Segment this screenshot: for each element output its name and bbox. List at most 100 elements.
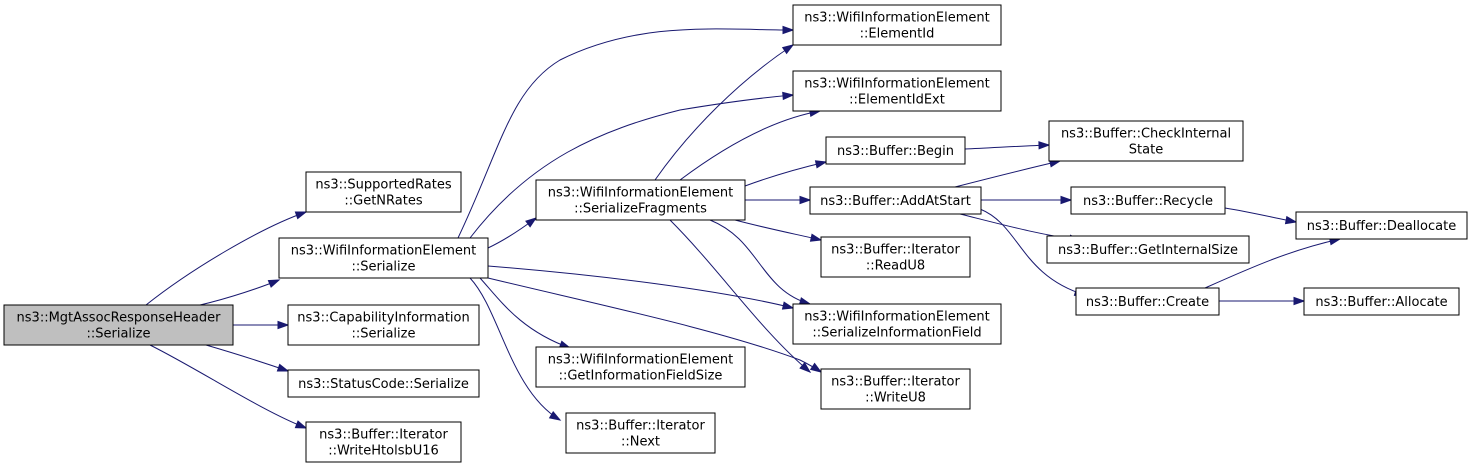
edge-wie_serfrag-to-buf_addatstart <box>745 195 812 205</box>
edge-line <box>487 277 822 373</box>
node-label: ::Serialize <box>87 327 151 342</box>
node-label: ::ElementId <box>860 27 935 42</box>
node-status-serialize[interactable]: ns3::StatusCode::Serialize <box>287 369 480 398</box>
edge-line <box>954 160 1061 188</box>
edge-line <box>1224 207 1297 223</box>
node-box <box>792 303 1002 345</box>
node-box <box>1075 287 1220 316</box>
node-wie-elementidext[interactable]: ns3::WifiInformationElement::ElementIdEx… <box>792 70 1002 112</box>
node-box <box>1046 235 1250 264</box>
edge-wie_serialize-to-it_writeu8 <box>487 277 823 373</box>
edge-line <box>487 265 794 309</box>
arrowhead-icon <box>294 420 308 429</box>
edge-wie_serialize-to-wie_elementid <box>457 25 795 239</box>
node-box <box>305 171 462 213</box>
node-wie-serfrag[interactable]: ns3::WifiInformationElement::SerializeFr… <box>535 179 746 221</box>
node-label: State <box>1129 143 1163 158</box>
arrowhead-icon <box>809 233 823 242</box>
node-box <box>287 304 480 346</box>
node-label: ns3::Buffer::Iterator <box>319 428 448 443</box>
node-box <box>825 136 966 165</box>
node-it-writeu8[interactable]: ns3::Buffer::Iterator::WriteU8 <box>820 368 971 410</box>
edge-root-to-status_serialize <box>205 344 290 372</box>
node-label: ::GetNRates <box>344 194 422 209</box>
arrowhead-icon <box>548 411 562 421</box>
arrowhead-icon <box>1284 215 1298 225</box>
node-box <box>1048 120 1244 162</box>
edge-line <box>679 110 821 181</box>
arrowhead-icon <box>814 160 828 169</box>
node-wie-serinfofield[interactable]: ns3::WifiInformationElement::SerializeIn… <box>792 303 1002 345</box>
node-buf-allocate[interactable]: ns3::Buffer::Allocate <box>1303 287 1460 316</box>
node-box <box>792 4 1002 46</box>
node-buf-deallocate[interactable]: ns3::Buffer::Deallocate <box>1295 211 1468 240</box>
node-label: ns3::Buffer::Allocate <box>1315 295 1447 310</box>
node-box <box>1295 211 1468 240</box>
arrowhead-icon <box>782 91 795 101</box>
node-label: ns3::Buffer::CheckInternal <box>1061 127 1231 142</box>
node-wie-getinfosize[interactable]: ns3::WifiInformationElement::GetInformat… <box>535 346 746 388</box>
edge-buf_recycle-to-buf_deallocate <box>1224 207 1298 225</box>
node-label: ::ElementIdExt <box>849 93 945 108</box>
arrowhead-icon <box>1060 195 1073 205</box>
node-wie-elementid[interactable]: ns3::WifiInformationElement::ElementId <box>792 4 1002 46</box>
arrowhead-icon <box>294 211 308 220</box>
node-buf-getinternalsize[interactable]: ns3::Buffer::GetInternalSize <box>1046 235 1250 264</box>
edge-line <box>709 219 811 305</box>
arrowhead-icon <box>276 363 290 372</box>
node-label: ns3::Buffer::Recycle <box>1083 194 1213 209</box>
edge-buf_create-to-buf_allocate <box>1218 296 1306 306</box>
node-wie-serialize[interactable]: ns3::WifiInformationElement::Serialize <box>278 237 489 279</box>
node-label: ns3::Buffer::Iterator <box>576 419 705 434</box>
node-box <box>820 236 971 278</box>
node-box <box>535 346 746 388</box>
edge-root-to-wie_serialize <box>199 279 281 306</box>
edge-line <box>734 219 822 241</box>
node-box <box>792 70 1002 112</box>
node-box <box>1303 287 1460 316</box>
node-box <box>1070 186 1226 215</box>
edge-wie_serialize-to-wie_elementidext <box>469 91 795 239</box>
node-it-writehtolsbu16[interactable]: ns3::Buffer::Iterator::WriteHtolsbU16 <box>305 421 462 463</box>
node-label: ::WriteHtolsbU16 <box>328 444 439 459</box>
node-buf-create[interactable]: ns3::Buffer::Create <box>1075 287 1220 316</box>
node-buf-recycle[interactable]: ns3::Buffer::Recycle <box>1070 186 1226 215</box>
arrowhead-icon <box>1038 141 1051 150</box>
node-label: ::ReadU8 <box>866 259 925 274</box>
edge-line <box>744 161 827 187</box>
node-it-next[interactable]: ns3::Buffer::Iterator::Next <box>565 412 716 454</box>
node-label: ns3::WifiInformationElement <box>804 77 990 92</box>
edge-wie_serfrag-to-wie_elementidext <box>679 108 822 181</box>
node-label: ns3::WifiInformationElement <box>548 353 734 368</box>
edge-root-to-it_writehtolsbu16 <box>149 344 308 429</box>
node-label: ns3::Buffer::Create <box>1086 295 1209 310</box>
node-label: ::SerializeInformationField <box>812 326 981 341</box>
node-box <box>809 186 982 215</box>
node-label: ns3::WifiInformationElement <box>548 186 734 201</box>
edge-line <box>979 208 1086 296</box>
edge-wie_serialize-to-wie_getinfosize <box>479 277 572 349</box>
edge-buf_addatstart-to-buf_checkinternal <box>954 159 1062 188</box>
edge-line <box>199 279 280 306</box>
node-buf-begin[interactable]: ns3::Buffer::Begin <box>825 136 966 165</box>
node-label: ns3::Buffer::Deallocate <box>1307 219 1456 234</box>
node-label: ::Serialize <box>352 260 416 275</box>
node-box <box>305 421 462 463</box>
node-label: ns3::WifiInformationElement <box>804 11 990 26</box>
edge-line <box>205 344 289 372</box>
node-box <box>565 412 716 454</box>
node-sr-getnrates[interactable]: ns3::SupportedRates::GetNRates <box>305 171 462 213</box>
edge-wie_serfrag-to-it_readu8 <box>734 219 823 242</box>
edge-line <box>654 44 794 181</box>
node-it-readu8[interactable]: ns3::Buffer::Iterator::ReadU8 <box>820 236 971 278</box>
node-buf-addatstart[interactable]: ns3::Buffer::AddAtStart <box>809 186 982 215</box>
edge-line <box>469 94 794 239</box>
edge-wie_serialize-to-wie_serinfofield <box>487 265 795 310</box>
node-label: ns3::WifiInformationElement <box>804 310 990 325</box>
node-label: ns3::CapabilityInformation <box>297 311 469 326</box>
node-cap-serialize[interactable]: ns3::CapabilityInformation::Serialize <box>287 304 480 346</box>
edge-wie_serialize-to-it_next <box>469 277 562 421</box>
edge-wie_serfrag-to-it_writeu8 <box>669 219 812 373</box>
